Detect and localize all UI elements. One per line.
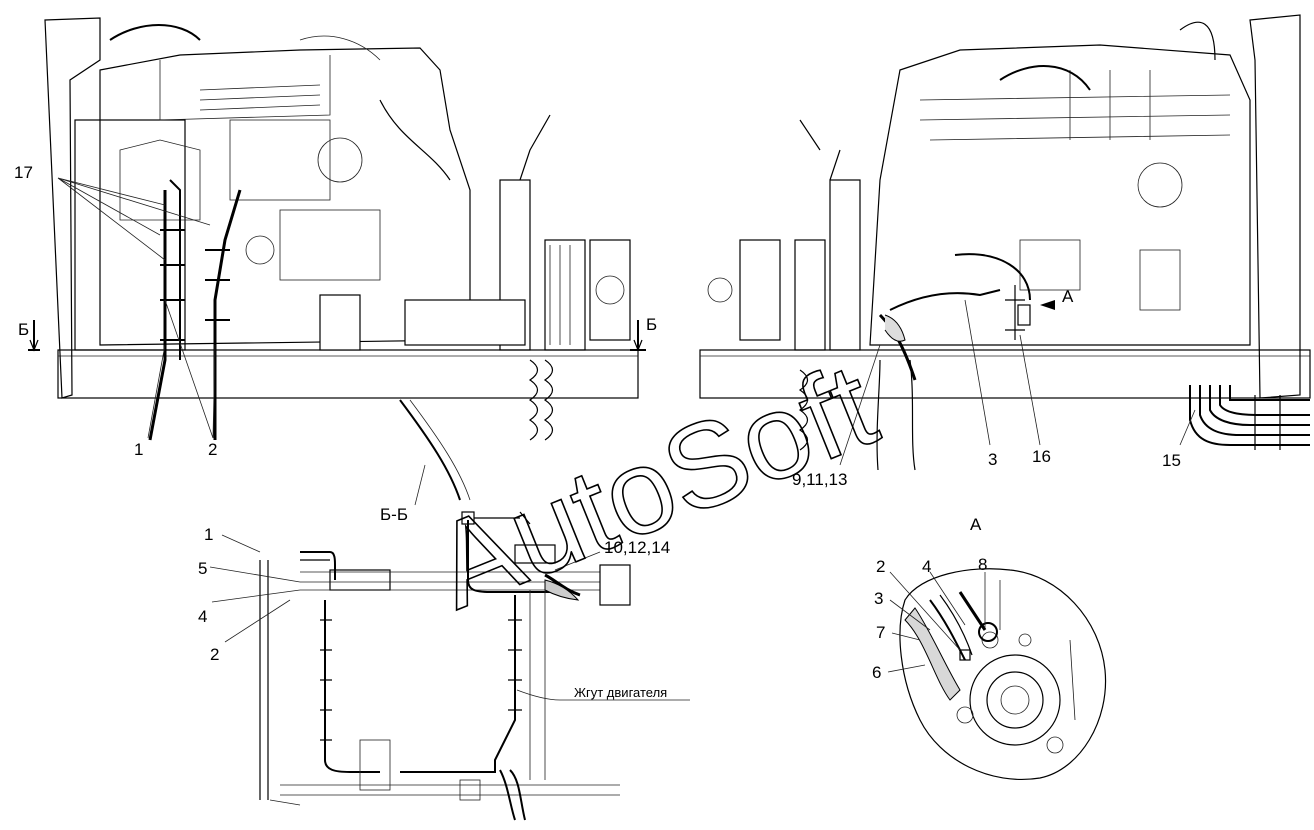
label-3-top: 3 <box>988 450 997 469</box>
left-frame-rail <box>57 349 639 399</box>
right-engine-block <box>869 44 1251 346</box>
leader-17 <box>57 177 211 261</box>
left-radiator <box>44 17 101 399</box>
label-detail-7: 7 <box>876 623 885 642</box>
label-9-11-13: 9,11,13 <box>792 470 847 489</box>
label-section-1: 1 <box>204 525 213 544</box>
label-detail-a: А <box>970 515 982 534</box>
label-section-4: 4 <box>198 607 207 626</box>
harness-15 <box>1189 385 1310 446</box>
label-section-b-b: Б-Б <box>380 505 408 524</box>
right-radiator <box>1249 14 1301 399</box>
label-1-top: 1 <box>134 440 143 459</box>
label-detail-2: 2 <box>876 557 885 576</box>
label-detail-8: 8 <box>978 555 987 574</box>
label-10-12-14: 10,12,14 <box>604 538 670 557</box>
detail-a-outline <box>899 568 1107 780</box>
detail-a <box>887 568 1107 780</box>
label-detail-3: 3 <box>874 589 883 608</box>
label-section-5: 5 <box>198 559 207 578</box>
section-harness-left <box>324 600 380 773</box>
section-b-b <box>209 464 690 821</box>
label-section-b-right: Б <box>646 315 657 334</box>
section-harness-right <box>400 595 516 773</box>
label-16: 16 <box>1032 447 1051 466</box>
harness-1-left <box>148 190 167 441</box>
label-17: 17 <box>14 163 33 182</box>
label-section-b-left: Б <box>18 320 29 339</box>
label-section-2: 2 <box>210 645 219 664</box>
right-engine-view <box>699 14 1311 471</box>
label-2-top: 2 <box>208 440 217 459</box>
left-engine-view <box>28 17 646 501</box>
right-frame-rail <box>699 349 1311 399</box>
label-a-arrow: А <box>1062 287 1074 306</box>
label-15: 15 <box>1162 451 1181 470</box>
label-detail-4: 4 <box>922 557 931 576</box>
label-detail-6: 6 <box>872 663 881 682</box>
label-engine-harness: Жгут двигателя <box>574 685 667 700</box>
left-engine-block <box>99 47 471 346</box>
harness-2-left <box>213 189 242 440</box>
